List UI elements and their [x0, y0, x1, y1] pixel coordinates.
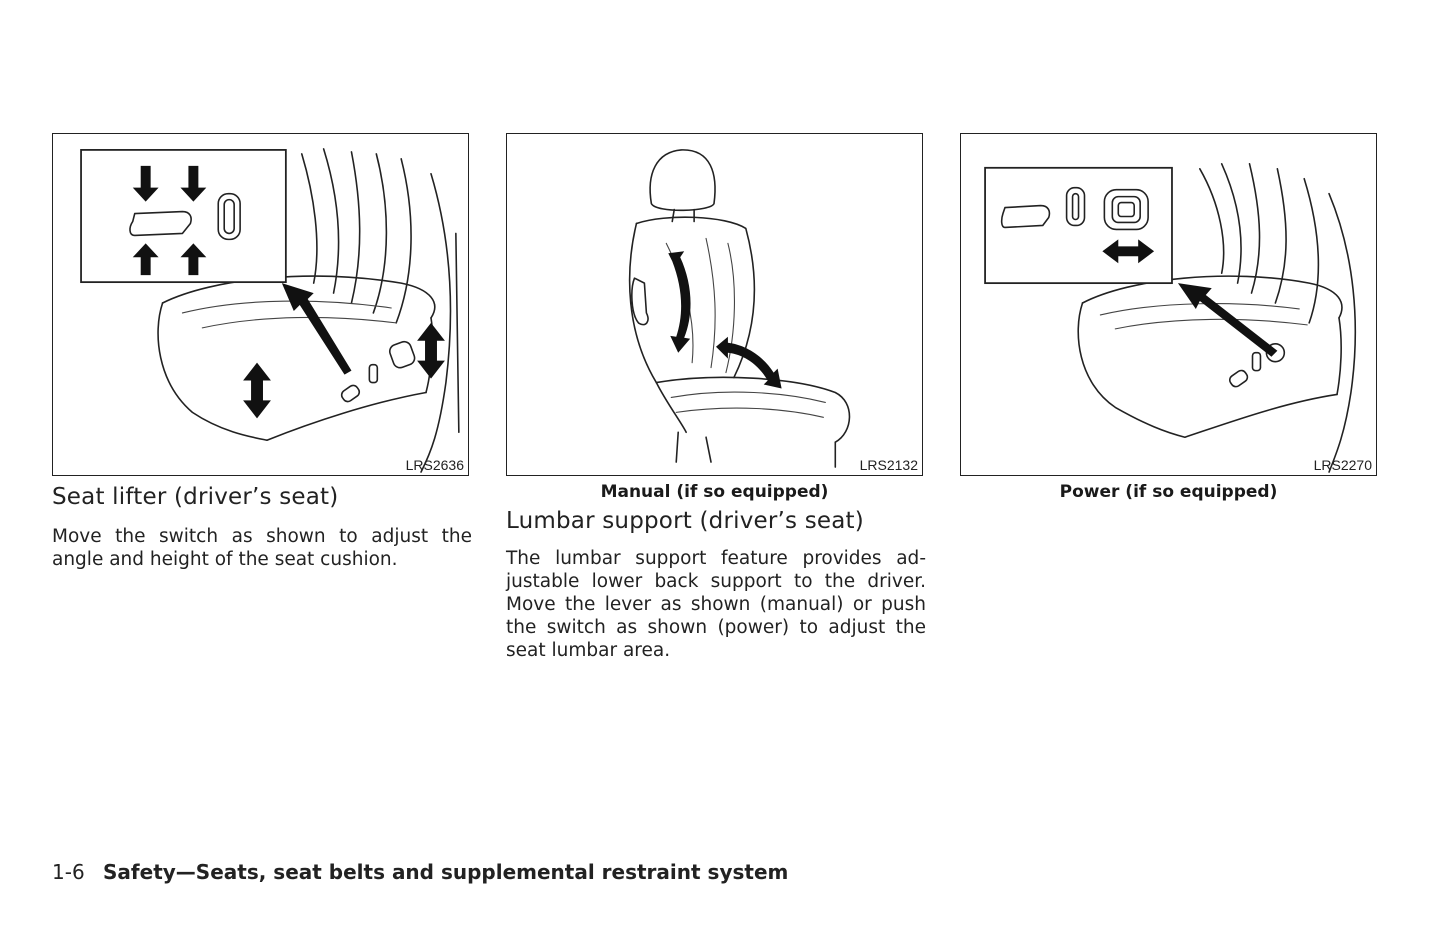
figure-lumbar-manual: LRS2132	[506, 133, 923, 476]
figure-seat-lifter: LRS2636	[52, 133, 469, 476]
section-heading-seat-lifter: Seat lifter (driver’s seat)	[52, 484, 339, 510]
figure-code: LRS2270	[1313, 457, 1372, 473]
page-number: 1-6	[52, 860, 85, 884]
figure-caption-power: Power (if so equipped)	[1059, 482, 1278, 502]
page-footer: 1-6 Safety—Seats, seat belts and supplem…	[52, 860, 788, 884]
figure-lumbar-power: LRS2270	[960, 133, 1377, 476]
figure-code: LRS2132	[859, 457, 918, 473]
lumbar-power-illustration	[984, 163, 1357, 473]
footer-section-title: Safety—Seats, seat belts and supplementa…	[103, 860, 789, 884]
section-heading-lumbar-support: Lumbar support (driver’s seat)	[506, 508, 864, 534]
section-body-seat-lifter: Move the switch as shown to adjust the a…	[52, 526, 472, 570]
figure-code: LRS2636	[405, 457, 464, 473]
seat-lifter-illustration	[80, 148, 460, 473]
section-body-lumbar-support: The lumbar support feature provides ad­j…	[506, 548, 926, 661]
figure-caption-manual: Manual (if so equipped)	[600, 482, 829, 502]
lumbar-manual-illustration	[628, 149, 851, 468]
